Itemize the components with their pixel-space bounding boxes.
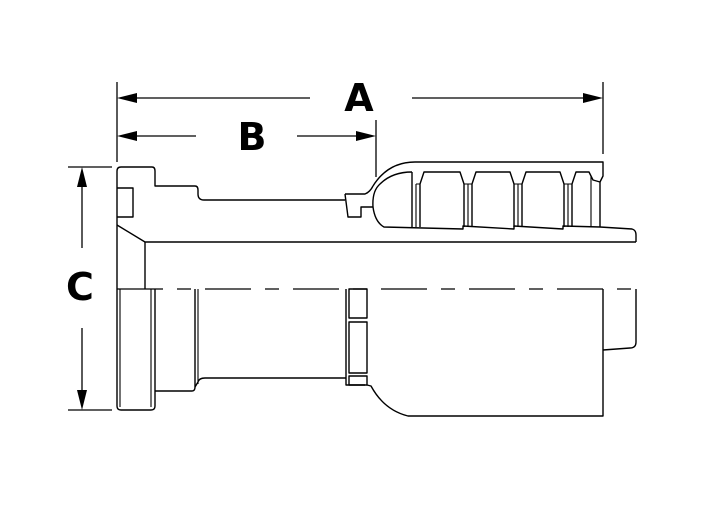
dimension-label-a: A — [344, 76, 374, 120]
hose-end-lower — [602, 289, 637, 351]
dimension-c: C — [66, 166, 112, 411]
nipple-lock-top — [345, 185, 374, 195]
hex-section — [345, 288, 368, 386]
dimension-label-c: C — [66, 265, 94, 309]
crimp-teeth — [411, 171, 601, 227]
arrow-right-icon — [583, 93, 603, 103]
ferrule-base — [372, 206, 637, 242]
ferrule-lower — [366, 350, 604, 417]
dimension-a: A — [116, 76, 604, 162]
arrow-left-icon — [117, 93, 137, 103]
flange-slot — [117, 187, 134, 218]
bore-chamfer — [116, 224, 636, 243]
neck-lower — [155, 289, 196, 392]
ferrule-outer — [372, 161, 604, 187]
fitting-upper-half — [116, 161, 637, 289]
dimension-label-b: B — [238, 115, 267, 159]
ferrule-inner — [372, 171, 413, 208]
arrow-down-icon — [77, 390, 87, 410]
nipple-lock — [344, 193, 373, 218]
arrow-right-icon — [356, 131, 376, 141]
flange-upper-profile — [116, 166, 345, 289]
dimension-b: B — [117, 115, 377, 177]
arrow-up-icon — [77, 167, 87, 187]
arrow-left-icon — [117, 131, 137, 141]
body-lower — [194, 377, 346, 388]
flange-lower — [116, 289, 156, 411]
fitting-lower-half — [116, 288, 637, 417]
